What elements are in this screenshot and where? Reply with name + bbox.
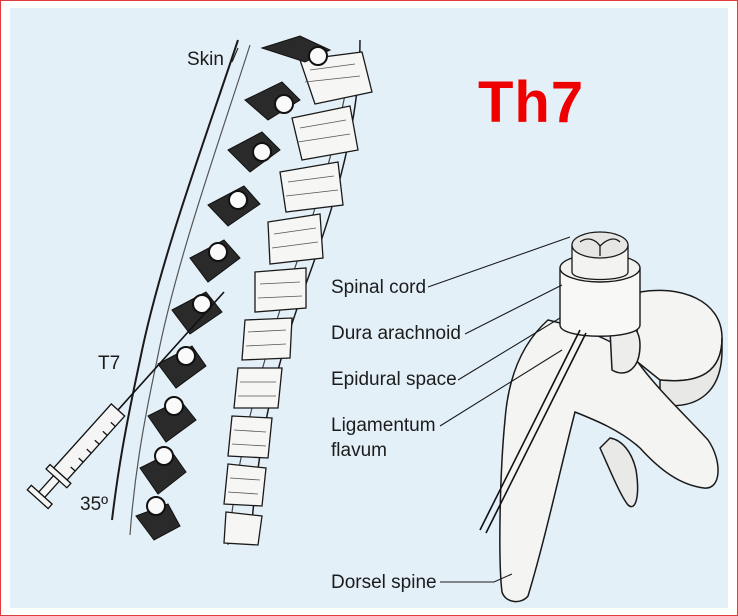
label-flavum: flavum — [331, 439, 387, 463]
label-ligamentum: Ligamentum — [331, 414, 436, 438]
syringe-drawing — [27, 401, 128, 509]
vertebra-cross-section — [500, 290, 722, 601]
skin-line — [112, 40, 238, 520]
label-epidural-space: Epidural space — [331, 368, 457, 392]
leader-spinal-cord — [428, 237, 570, 287]
label-skin: Skin — [187, 48, 224, 72]
vertebra-level-title: Th7 — [478, 70, 584, 136]
spinal-cord — [572, 232, 628, 280]
epidural-needle — [118, 292, 224, 410]
label-t7: T7 — [98, 352, 120, 376]
skin-line-inner — [130, 45, 250, 535]
label-spinal-cord: Spinal cord — [331, 276, 426, 300]
label-needle-angle: 35º — [80, 493, 108, 517]
label-dorsel-spine: Dorsel spine — [331, 571, 437, 595]
label-dura-arachnoid: Dura arachnoid — [331, 322, 461, 346]
